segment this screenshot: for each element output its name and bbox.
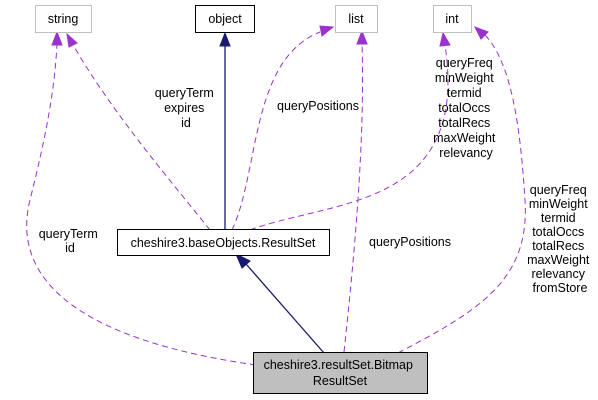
edge-label-string-bitmap: queryTerm id <box>39 227 102 255</box>
edge-list-resultset <box>231 25 335 231</box>
edge-string-resultset <box>66 32 211 231</box>
edge-int-resultset <box>249 31 451 231</box>
edge-label-string-resultset: queryTerm expires id <box>155 86 218 130</box>
edge-int-bitmap <box>397 26 526 354</box>
node-bitmap-resultset-label: cheshire3.resultSet.Bitmap ResultSet <box>264 358 417 388</box>
node-object[interactable]: object <box>195 5 255 33</box>
node-int[interactable]: int <box>433 5 472 33</box>
edge-label-int-bitmap: queryFreq minWeight termid totalOccs tot… <box>527 183 593 295</box>
edge-resultset-bitmap <box>235 252 325 354</box>
edge-label-list-bitmap: queryPositions <box>369 235 451 249</box>
edge-string-bitmap <box>26 30 257 366</box>
node-resultset-label: cheshire3.baseObjects.ResultSet <box>131 236 316 250</box>
node-string[interactable]: string <box>35 5 92 33</box>
edge-list-bitmap <box>343 29 368 353</box>
node-int-label: int <box>445 12 459 26</box>
node-list-label: list <box>348 12 364 26</box>
edge-label-list-resultset: queryPositions <box>277 99 359 113</box>
node-resultset[interactable]: cheshire3.baseObjects.ResultSet <box>117 229 330 256</box>
node-string-label: string <box>48 12 79 26</box>
node-object-label: object <box>208 12 242 26</box>
node-bitmap-resultset[interactable]: cheshire3.resultSet.Bitmap ResultSet <box>253 352 428 394</box>
node-list[interactable]: list <box>335 5 378 33</box>
edge-label-int-resultset: queryFreq minWeight termid totalOccs tot… <box>433 56 499 160</box>
edge-object-resultset <box>219 31 231 230</box>
